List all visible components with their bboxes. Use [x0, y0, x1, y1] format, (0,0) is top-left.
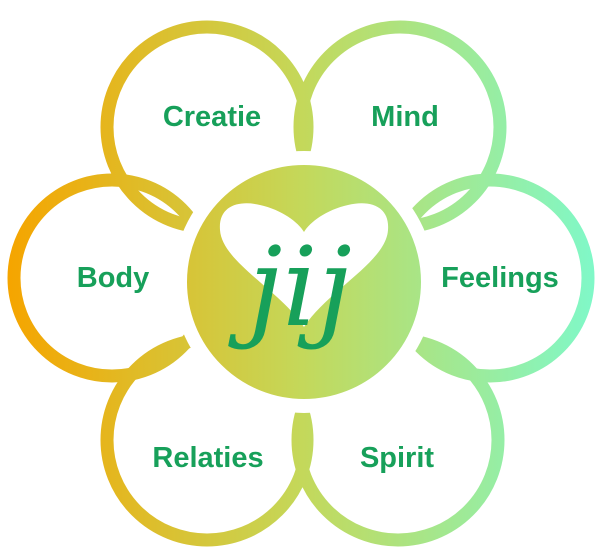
- label-creatie: Creatie: [163, 101, 261, 133]
- label-body: Body: [77, 262, 150, 294]
- logo-jij: jij: [227, 223, 351, 351]
- label-feelings: Feelings: [441, 262, 559, 294]
- label-relaties: Relaties: [152, 442, 263, 474]
- heart-icon: [219, 203, 389, 327]
- label-mind: Mind: [371, 101, 439, 133]
- label-spirit: Spirit: [360, 442, 434, 474]
